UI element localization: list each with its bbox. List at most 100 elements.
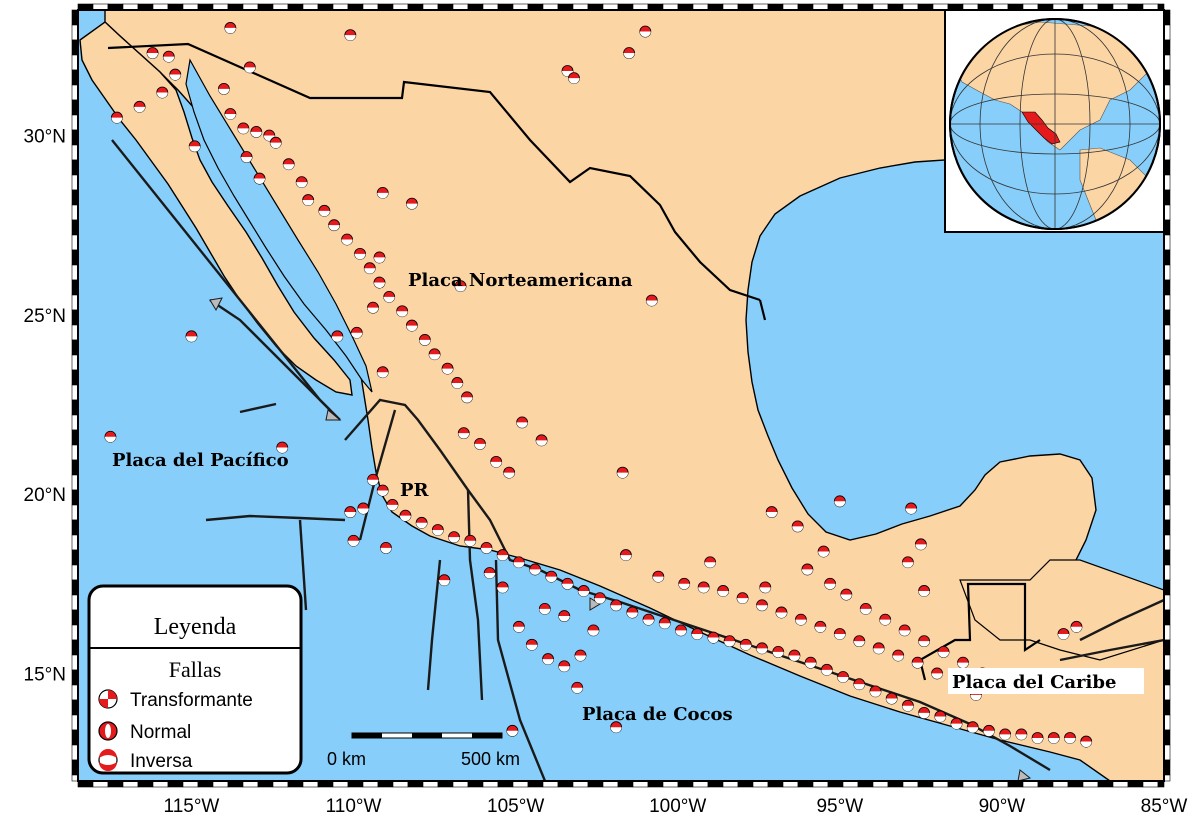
earthquake-marker <box>558 610 571 622</box>
earthquake-marker <box>619 549 632 561</box>
border-us-mexico-gulf <box>758 299 767 321</box>
earthquake-marker <box>652 570 665 583</box>
earthquake-marker <box>406 197 418 210</box>
earthquake-marker <box>950 717 963 730</box>
earthquake-marker <box>357 502 370 515</box>
earthquake-marker <box>243 61 256 74</box>
earthquake-marker <box>905 502 918 515</box>
earthquake-marker <box>678 577 691 590</box>
earthquake-marker <box>795 613 807 626</box>
land-baja-california <box>79 21 353 396</box>
earthquake-marker <box>344 29 357 42</box>
gulf-of-california <box>185 58 373 393</box>
earthquake-marker <box>833 628 846 640</box>
earthquake-marker <box>156 86 169 99</box>
earthquake-marker <box>626 606 639 619</box>
earthquake-marker <box>415 516 428 529</box>
earthquake-marker <box>367 301 379 314</box>
earthquake-marker <box>820 663 833 676</box>
earthquake-marker <box>133 100 146 113</box>
earthquake-marker <box>840 588 853 601</box>
earthquake-marker <box>707 631 720 644</box>
earthquake-marker <box>1064 732 1076 744</box>
earthquake-marker <box>454 280 467 293</box>
earthquake-marker <box>188 140 201 153</box>
earthquake-marker <box>1080 735 1093 748</box>
trench-markers <box>209 297 1032 781</box>
earthquake-marker <box>814 620 827 633</box>
earthquake-marker <box>250 126 263 138</box>
earthquake-marker <box>623 47 636 59</box>
earthquake-marker <box>428 348 441 361</box>
earthquake-marker <box>457 427 470 440</box>
earthquake-marker <box>373 276 386 289</box>
earthquake-marker <box>185 330 198 343</box>
earthquake-marker <box>558 660 571 673</box>
earthquake-marker <box>901 699 914 712</box>
label-placa-caribe: Placa del Caribe <box>952 672 1116 693</box>
earthquake-marker <box>490 455 503 468</box>
earthquake-events <box>104 22 1093 748</box>
earthquake-marker <box>610 721 623 734</box>
earthquake-marker <box>367 473 379 486</box>
earthquake-marker <box>448 531 460 544</box>
label-placa-norteamericana: Placa Norteamericana <box>408 270 633 291</box>
earthquake-marker <box>898 624 911 637</box>
earthquake-marker <box>438 574 451 587</box>
earthquake-marker <box>506 724 519 737</box>
earthquake-marker <box>111 111 123 124</box>
earthquake-marker <box>406 319 418 332</box>
earthquake-marker <box>461 391 473 404</box>
earthquake-marker <box>496 549 509 561</box>
earthquake-marker <box>577 585 590 597</box>
earthquake-marker <box>237 122 250 135</box>
earthquake-marker <box>542 653 554 665</box>
earthquake-marker <box>885 692 898 705</box>
earthquake-marker <box>931 667 943 680</box>
earthquake-marker <box>363 262 376 275</box>
earthquake-marker <box>1031 732 1044 744</box>
earthquake-marker <box>224 108 237 120</box>
earthquake-marker <box>901 556 914 569</box>
legend-item-inversa: Inversa <box>98 749 193 772</box>
earthquake-marker <box>739 638 752 651</box>
earthquake-marker <box>610 599 623 612</box>
earthquake-marker <box>1047 732 1060 744</box>
label-placa-rivera: PR <box>400 480 430 501</box>
legend-item-transformante: Transformante <box>98 689 253 711</box>
legend-title: Leyenda <box>154 614 237 640</box>
earthquake-marker <box>516 416 529 429</box>
label-placa-cocos: Placa de Cocos <box>582 704 733 725</box>
legend-item-label: Transformante <box>130 690 253 711</box>
earthquake-marker <box>525 638 538 651</box>
strike-slip-icon <box>98 689 118 709</box>
earthquake-marker <box>224 22 237 34</box>
earthquake-marker <box>704 556 717 569</box>
earthquake-marker <box>169 68 182 81</box>
earthquake-marker <box>240 151 253 163</box>
earthquake-marker <box>736 592 749 605</box>
earthquake-marker <box>645 294 658 307</box>
legend-item-label: Inversa <box>130 751 193 772</box>
earthquake-marker <box>341 233 353 246</box>
legend-item-label: Normal <box>130 722 191 743</box>
x-tick-label: 100°W <box>649 796 706 817</box>
earthquake-marker <box>801 563 814 576</box>
earthquake-marker <box>396 305 409 318</box>
label-placa-pacifico: Placa del Pacífico <box>112 450 289 471</box>
earthquake-marker <box>639 25 652 38</box>
globe-inset <box>944 9 1165 233</box>
inset-mexico-highlight <box>1021 111 1061 145</box>
earthquake-marker <box>918 706 931 719</box>
earthquake-marker <box>383 290 396 303</box>
earthquake-marker <box>642 613 655 626</box>
earthquake-marker <box>675 624 687 637</box>
x-tick-label: 85°W <box>1141 796 1188 817</box>
earthquake-marker <box>999 728 1012 741</box>
earthquake-marker <box>568 72 580 85</box>
earthquake-marker <box>775 606 788 619</box>
earthquake-marker <box>859 602 872 615</box>
earthquake-marker <box>957 656 969 669</box>
earthquake-marker <box>464 534 477 547</box>
